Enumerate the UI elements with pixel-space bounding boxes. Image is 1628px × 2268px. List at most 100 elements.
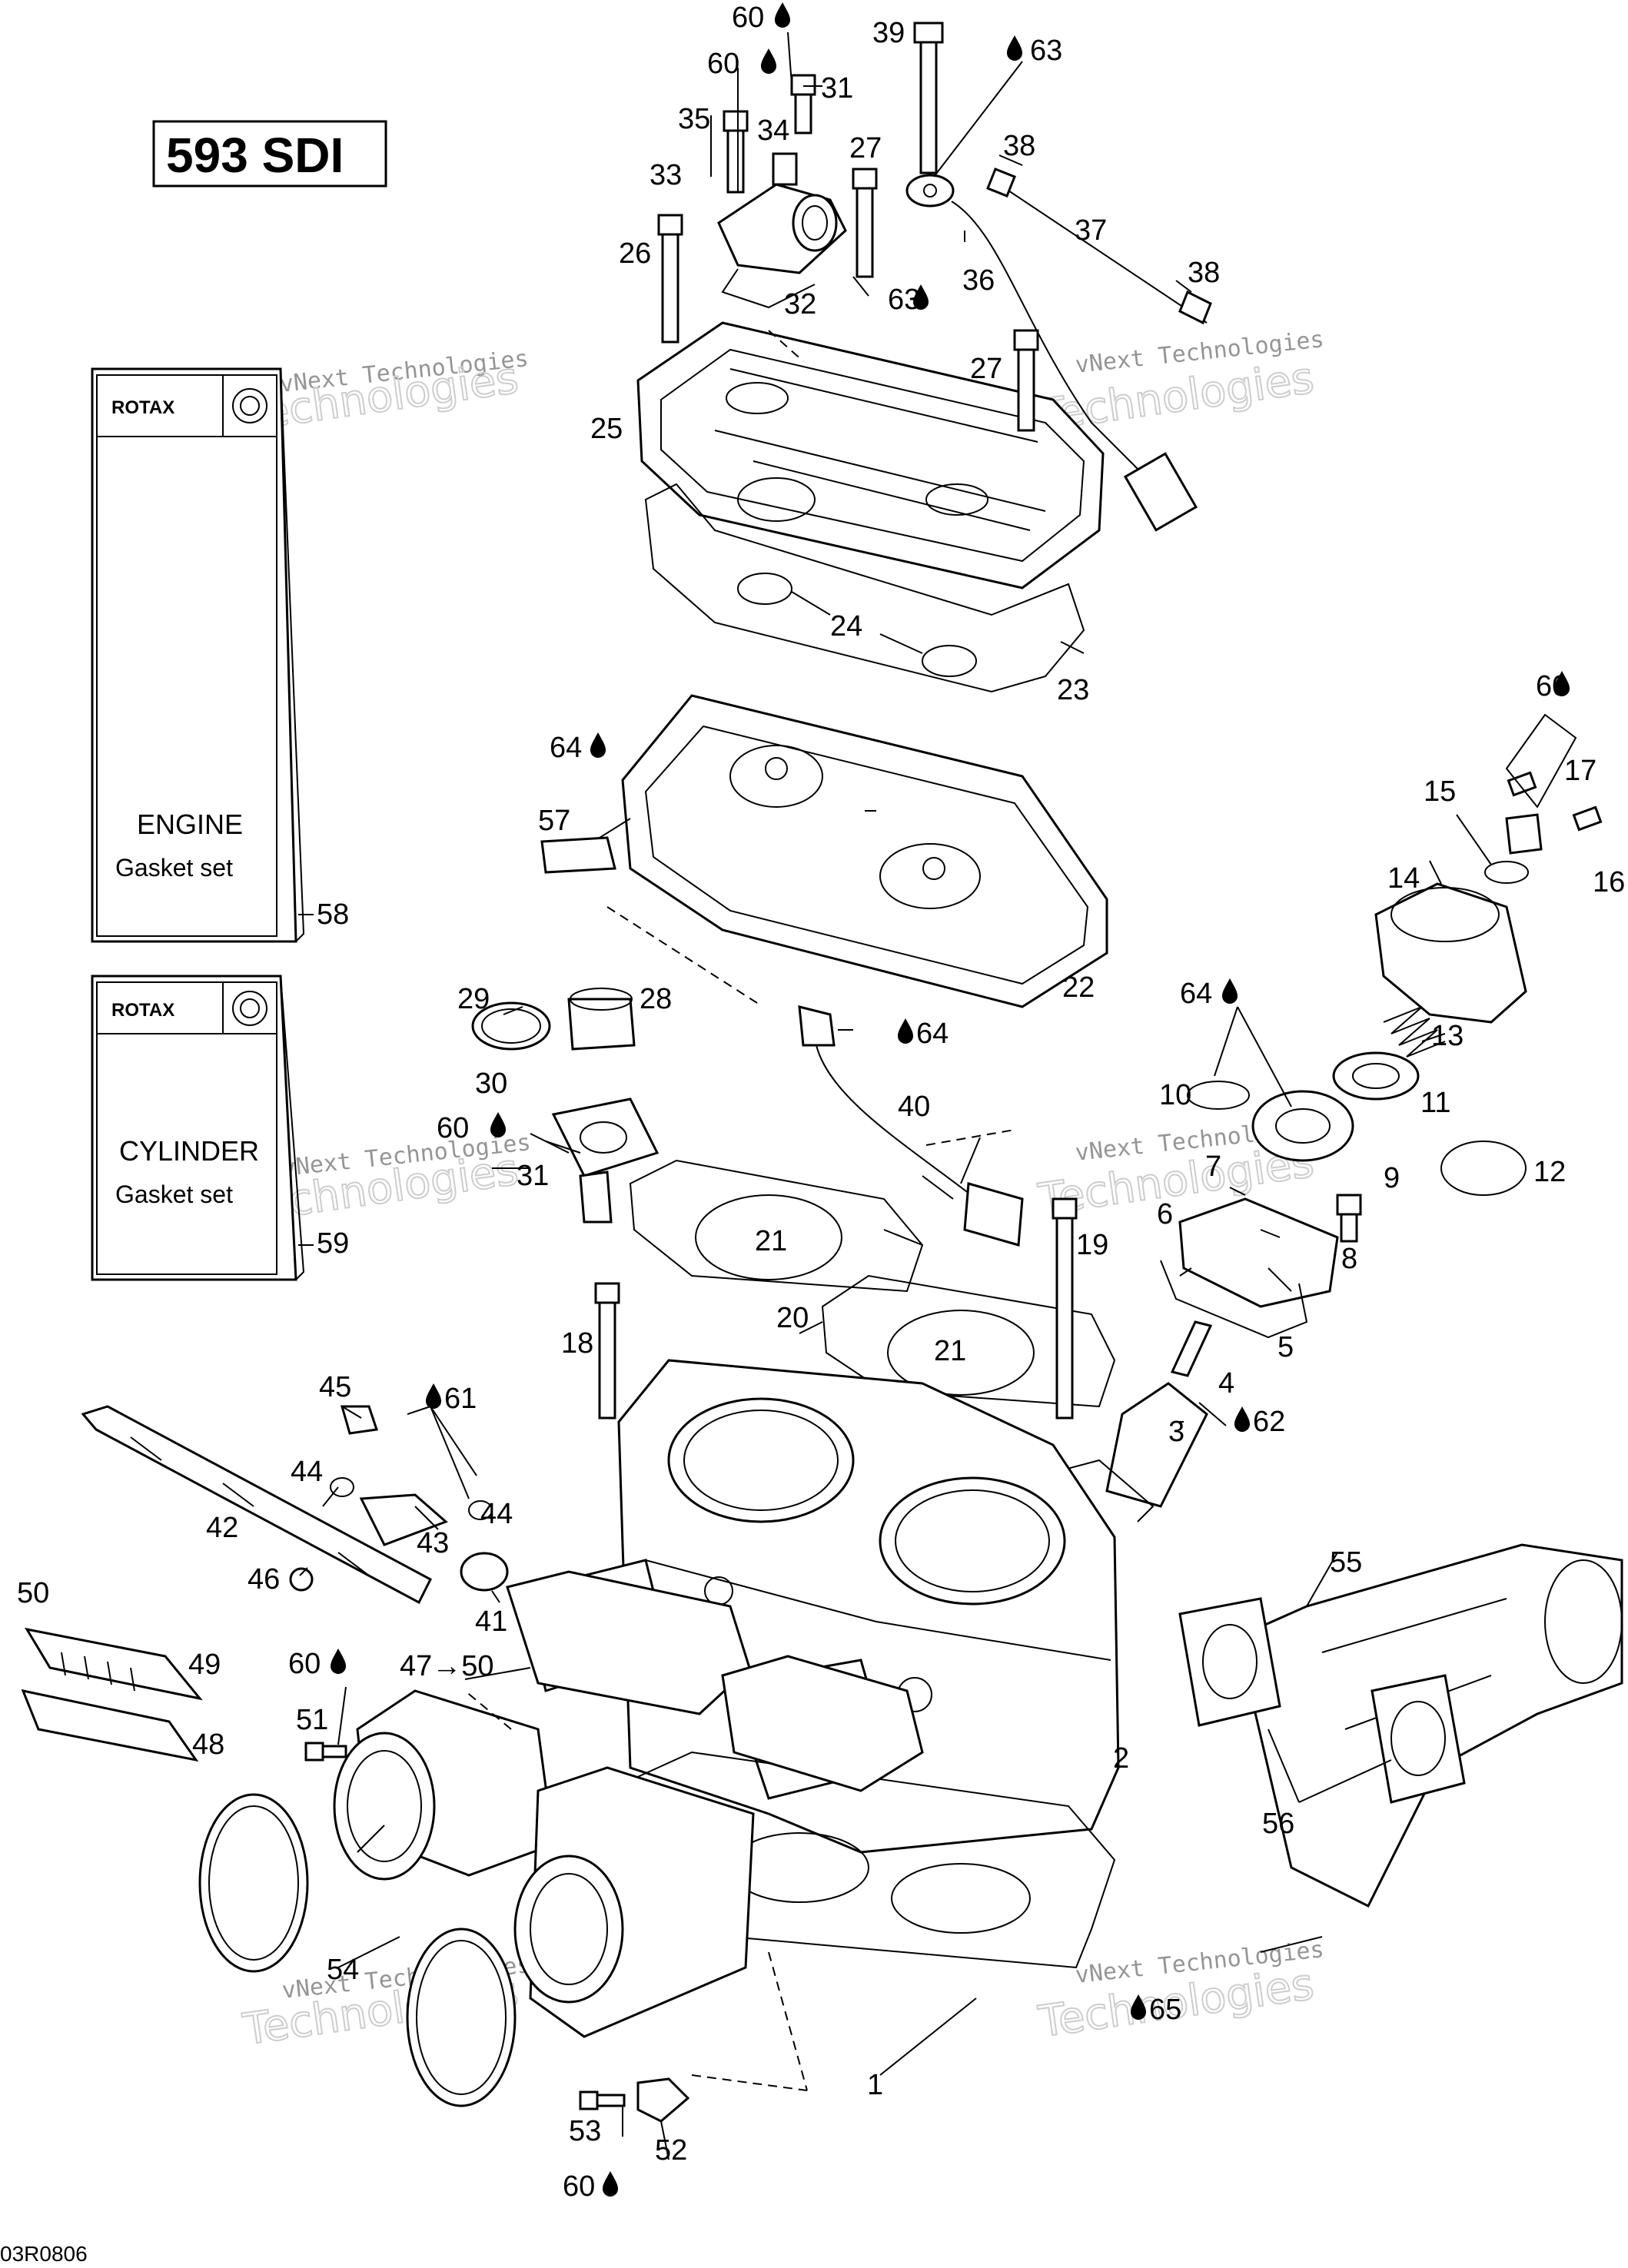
callout-label: 2 bbox=[1113, 1742, 1129, 1775]
callout-label: 59 bbox=[317, 1227, 349, 1260]
temperature-sensor bbox=[798, 1005, 1024, 1247]
callout-label: 60 bbox=[707, 48, 739, 80]
callout-label: 27 bbox=[970, 353, 1002, 385]
callout-label: 14 bbox=[1387, 862, 1420, 895]
engine-gasket-set-booklet: ROTAX ENGINE Gasket set bbox=[91, 367, 314, 943]
callout-label: 36 bbox=[962, 264, 995, 297]
screw-51 bbox=[304, 1742, 347, 1762]
callout-label: 12 bbox=[1533, 1156, 1566, 1188]
callout-label: 47→50 bbox=[400, 1650, 494, 1682]
lubricant-drop-icon bbox=[1007, 35, 1022, 61]
callout-label: 11 bbox=[1420, 1087, 1450, 1119]
booklet-title: ENGINE bbox=[137, 809, 243, 840]
callout-label: 31 bbox=[517, 1160, 549, 1192]
callout-label: 45 bbox=[319, 1371, 351, 1403]
lubricant-drop-icon bbox=[1222, 978, 1238, 1004]
callout-label: 19 bbox=[1076, 1229, 1108, 1261]
callout-label: 44 bbox=[480, 1498, 513, 1530]
callout-label: 56 bbox=[1262, 1808, 1294, 1840]
exhaust-gaskets bbox=[1178, 1597, 1466, 1804]
callout-label: 30 bbox=[475, 1068, 507, 1100]
leader-lines bbox=[299, 32, 1577, 2160]
callout-label: 64 bbox=[550, 732, 582, 764]
callout-label: 61 bbox=[444, 1383, 477, 1415]
spring-13 bbox=[1383, 1006, 1446, 1058]
model-label-text: 593 SDI bbox=[166, 128, 344, 183]
intake-manifold bbox=[333, 1689, 755, 2038]
lubricant-drop-icon bbox=[775, 2, 790, 28]
callout-label: 60 bbox=[732, 2, 764, 34]
valve-stem-3 bbox=[1041, 1320, 1213, 1523]
cylinder-gasket-set-booklet: ROTAX CYLINDER Gasket set bbox=[91, 975, 314, 1281]
o-ring-12 bbox=[1440, 1141, 1527, 1196]
callout-label: 55 bbox=[1330, 1546, 1362, 1579]
callout-label: 7 bbox=[1205, 1151, 1221, 1183]
callout-label: 5 bbox=[1277, 1331, 1294, 1363]
drawing-code: 03R0806 bbox=[0, 2242, 88, 2266]
lubricant-drop-icon bbox=[603, 2171, 618, 2197]
plug-41 bbox=[460, 1552, 509, 1592]
injector bbox=[330, 1477, 493, 1546]
callout-label: 17 bbox=[1564, 755, 1596, 787]
callout-label: 63 bbox=[1030, 35, 1062, 67]
callout-label: 29 bbox=[457, 983, 490, 1015]
callout-label: 31 bbox=[821, 72, 853, 105]
callout-label: 43 bbox=[417, 1527, 449, 1559]
callout-label: 8 bbox=[1341, 1243, 1357, 1275]
callout-label: 21 bbox=[755, 1225, 787, 1257]
callout-label: 28 bbox=[640, 983, 672, 1015]
callout-label: 15 bbox=[1424, 775, 1456, 808]
cap-16 bbox=[1484, 813, 1543, 884]
fitting-57 bbox=[540, 836, 616, 874]
cylinder-head-cover bbox=[636, 321, 1105, 589]
valve-housing-14 bbox=[1374, 882, 1527, 1024]
screw-53 bbox=[579, 2090, 626, 2110]
diaphragm-11 bbox=[1332, 1051, 1420, 1101]
rave-valve-body bbox=[1160, 1197, 1339, 1339]
callout-label: 38 bbox=[1188, 257, 1220, 289]
model-label: 593 SDI bbox=[152, 120, 387, 188]
callout-label: 1 bbox=[867, 2069, 883, 2101]
spring-wire bbox=[986, 168, 1212, 325]
reed-valve-block bbox=[506, 1570, 924, 1792]
callout-label: 21 bbox=[934, 1335, 966, 1367]
callout-label: 3 bbox=[1168, 1416, 1184, 1448]
cover-gasket bbox=[644, 483, 1085, 693]
callout-label: 23 bbox=[1057, 674, 1089, 706]
clip-45 bbox=[341, 1405, 378, 1435]
callout-label: 4 bbox=[1218, 1367, 1234, 1400]
lubricant-drop-icon bbox=[590, 732, 606, 758]
callout-label: 60 bbox=[437, 1112, 469, 1144]
callout-label: 65 bbox=[1149, 1994, 1181, 2026]
callout-label: 49 bbox=[188, 1649, 221, 1681]
thermostat bbox=[471, 988, 636, 1051]
screw-8 bbox=[1336, 1194, 1362, 1243]
valve-cover-9 bbox=[1251, 1090, 1354, 1162]
callout-label: 35 bbox=[678, 103, 710, 135]
callout-label: 20 bbox=[776, 1302, 809, 1334]
lubricant-drop-icon bbox=[490, 1112, 506, 1137]
callout-label: 60 bbox=[288, 1648, 321, 1680]
callout-label: 6 bbox=[1157, 1198, 1173, 1230]
callout-label: 64 bbox=[1180, 978, 1212, 1010]
water-outlet bbox=[717, 152, 847, 309]
callout-label: 64 bbox=[916, 1018, 949, 1050]
callout-label: 27 bbox=[849, 132, 882, 164]
studs bbox=[594, 1197, 1078, 1420]
lubricant-drop-icon bbox=[1234, 1406, 1250, 1432]
callout-label: 32 bbox=[784, 288, 816, 320]
cylinder-head bbox=[621, 694, 1108, 1008]
callout-label: 62 bbox=[1253, 1406, 1285, 1438]
reed-stop-48 bbox=[21, 1689, 199, 1762]
booklet-subtitle: Gasket set bbox=[115, 1180, 233, 1208]
callout-label: 44 bbox=[291, 1456, 323, 1488]
callout-label: 9 bbox=[1384, 1162, 1400, 1194]
callout-label: 22 bbox=[1062, 971, 1095, 1004]
booklet-brand: ROTAX bbox=[111, 1000, 174, 1021]
fuel-rail bbox=[81, 1405, 432, 1605]
booklet-subtitle: Gasket set bbox=[115, 854, 233, 882]
booklet-title: CYLINDER bbox=[119, 1135, 259, 1167]
head-gaskets bbox=[629, 1159, 1116, 1408]
lubricant-drop-icon bbox=[761, 48, 776, 74]
